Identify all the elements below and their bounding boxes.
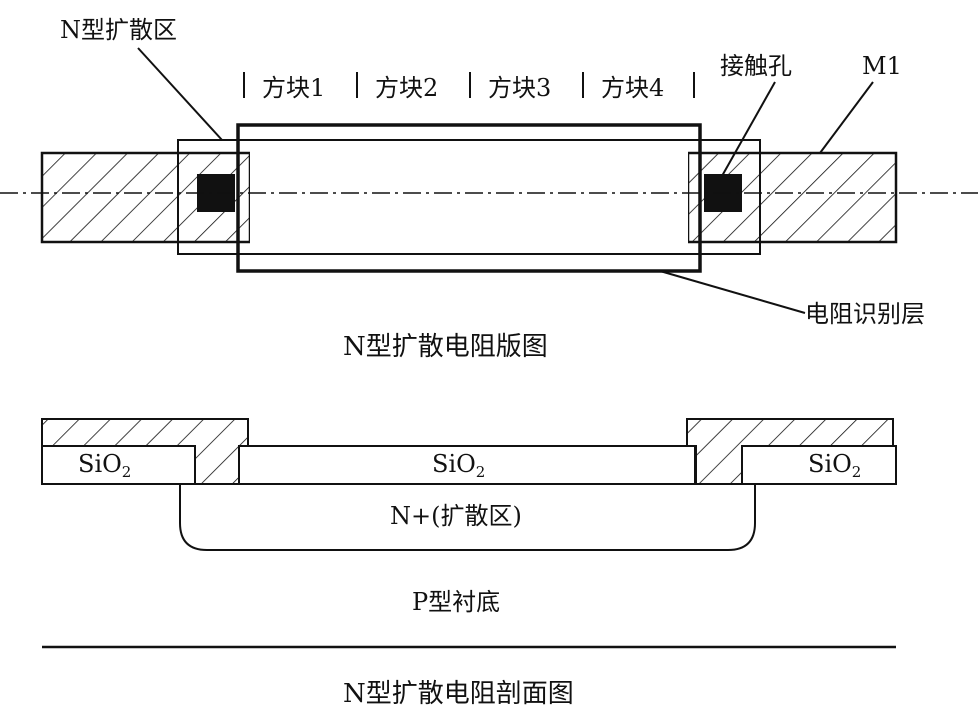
metal-left-section: [41, 418, 249, 485]
resistor-id-layer: [236, 123, 702, 273]
resistor-body: [250, 141, 688, 253]
square-label-2: 方块2: [375, 74, 438, 102]
square-label-1: 方块1: [262, 74, 325, 102]
square-label-3: 方块3: [488, 74, 551, 102]
n-plus-diffusion-region: [179, 484, 756, 551]
oxide-label-right: SiO2: [808, 450, 861, 481]
layout-view: 方块1 方块2 方块3 方块4 N型扩散区 接触孔 M1 电阻识别层 N型扩散电…: [0, 16, 978, 362]
n-plus-label: N+(扩散区): [390, 502, 522, 530]
m1-label: M1: [862, 52, 902, 80]
n-diffusion-label: N型扩散区: [60, 16, 177, 44]
metal-right-section: [686, 418, 894, 485]
n-diffusion-leader: [137, 47, 223, 141]
substrate-label: P型衬底: [412, 588, 500, 616]
contact-hole-label: 接触孔: [720, 52, 792, 80]
oxide-center: [238, 445, 696, 485]
square-label-4: 方块4: [601, 74, 664, 102]
section-caption: N型扩散电阻剖面图: [343, 679, 574, 709]
layout-caption: N型扩散电阻版图: [343, 332, 548, 362]
id-layer-label: 电阻识别层: [805, 300, 925, 328]
m1-leader: [819, 81, 874, 154]
id-layer-leader: [659, 270, 806, 314]
oxide-label-center: SiO2: [432, 450, 485, 481]
oxide-left: [41, 445, 196, 485]
square-dividers: [243, 72, 695, 98]
cross-section-view: SiO2 SiO2 SiO2 N+(扩散区) P型衬底 N型扩散电阻剖面图: [41, 418, 897, 709]
contact-hole-leader: [721, 81, 776, 177]
oxide-label-left: SiO2: [78, 450, 131, 481]
